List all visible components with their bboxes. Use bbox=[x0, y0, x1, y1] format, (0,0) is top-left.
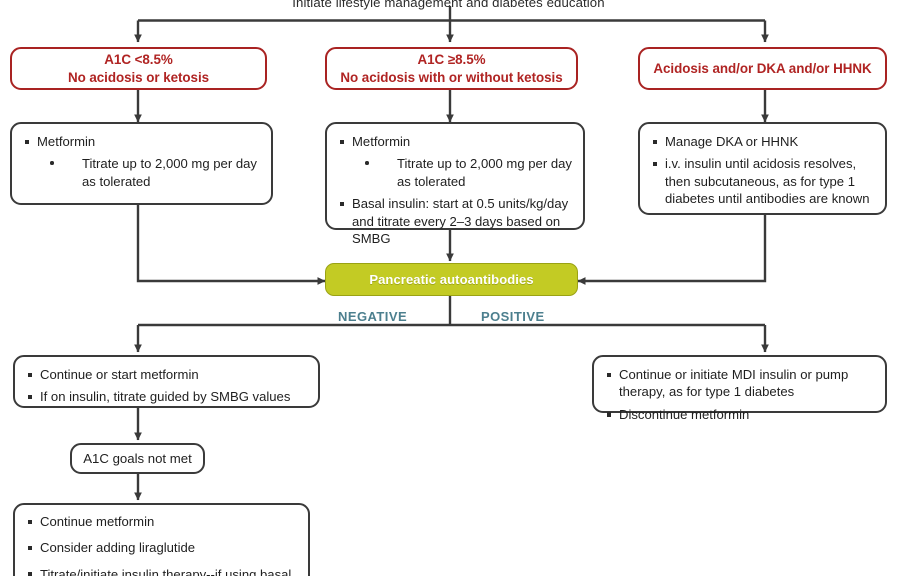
criteria-left-line1: A1C <8.5% bbox=[104, 51, 173, 67]
node-treatment-left[interactable]: Metformin Titrate up to 2,000 mg per day… bbox=[10, 122, 273, 205]
treatment-right-list: Manage DKA or HHNK i.v. insulin until ac… bbox=[640, 124, 885, 214]
node-criteria-center[interactable]: A1C ≥8.5% No acidosis with or without ke… bbox=[325, 47, 578, 90]
positive-outcome-list: Continue or initiate MDI insulin or pump… bbox=[594, 357, 885, 429]
branch-label-negative: NEGATIVE bbox=[338, 309, 408, 324]
criteria-left-line2: No acidosis or ketosis bbox=[67, 69, 210, 85]
list-item: Titrate/initiate insulin therapy--if usi… bbox=[27, 566, 300, 576]
negative-outcome-list: Continue or start metformin If on insuli… bbox=[15, 357, 318, 412]
node-a1c-goals-not-met[interactable]: A1C goals not met bbox=[70, 443, 205, 474]
list-item: Consider adding liraglutide bbox=[27, 539, 300, 556]
node-criteria-left[interactable]: A1C <8.5% No acidosis or ketosis bbox=[10, 47, 267, 90]
node-escalation[interactable]: Continue metformin Consider adding lirag… bbox=[13, 503, 310, 576]
list-item: Continue metformin bbox=[27, 513, 300, 530]
branch-label-positive: POSITIVE bbox=[481, 309, 545, 324]
node-pancreatic-autoantibodies[interactable]: Pancreatic autoantibodies bbox=[325, 263, 578, 296]
criteria-center-line1: A1C ≥8.5% bbox=[417, 51, 486, 67]
node-positive-outcome[interactable]: Continue or initiate MDI insulin or pump… bbox=[592, 355, 887, 422]
list-item: Discontinue metformin bbox=[606, 406, 877, 423]
node-criteria-right[interactable]: Acidosis and/or DKA and/or HHNK bbox=[638, 47, 887, 90]
list-item: i.v. insulin until acidosis resolves, th… bbox=[652, 155, 877, 207]
test-label: Pancreatic autoantibodies bbox=[369, 272, 534, 287]
a1c-not-met-label: A1C goals not met bbox=[83, 451, 192, 466]
list-item: Continue or initiate MDI insulin or pump… bbox=[606, 366, 877, 401]
treatment-center-list: Metformin Titrate up to 2,000 mg per day… bbox=[327, 124, 583, 253]
top-title: Initiate lifestyle management and diabet… bbox=[292, 0, 605, 10]
escalation-list: Continue metformin Consider adding lirag… bbox=[15, 505, 308, 576]
criteria-right-line1: Acidosis and/or DKA and/or HHNK bbox=[653, 60, 872, 76]
list-item: Continue or start metformin bbox=[27, 366, 310, 383]
node-negative-outcome[interactable]: Continue or start metformin If on insuli… bbox=[13, 355, 320, 408]
node-treatment-center[interactable]: Metformin Titrate up to 2,000 mg per day… bbox=[325, 122, 585, 246]
list-item: Metformin bbox=[339, 133, 575, 150]
criteria-left-text: A1C <8.5% No acidosis or ketosis bbox=[12, 49, 265, 88]
treatment-left-list: Metformin Titrate up to 2,000 mg per day… bbox=[12, 124, 271, 201]
criteria-center-line2: No acidosis with or without ketosis bbox=[340, 69, 563, 85]
list-item: Metformin bbox=[24, 133, 263, 150]
list-subitem: Titrate up to 2,000 mg per day as tolera… bbox=[339, 155, 575, 190]
list-item: Manage DKA or HHNK bbox=[652, 133, 877, 150]
node-treatment-right[interactable]: Manage DKA or HHNK i.v. insulin until ac… bbox=[638, 122, 887, 215]
list-subitem: Titrate up to 2,000 mg per day as tolera… bbox=[24, 155, 263, 190]
list-item: If on insulin, titrate guided by SMBG va… bbox=[27, 388, 310, 405]
list-item: Basal insulin: start at 0.5 units/kg/day… bbox=[339, 195, 575, 247]
criteria-center-text: A1C ≥8.5% No acidosis with or without ke… bbox=[327, 49, 576, 88]
criteria-right-text: Acidosis and/or DKA and/or HHNK bbox=[640, 49, 885, 88]
